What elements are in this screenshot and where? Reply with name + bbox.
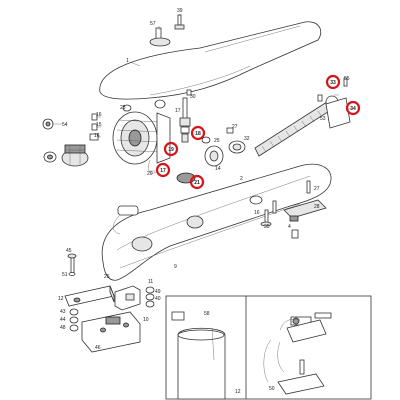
limit-switch-assembly bbox=[263, 312, 332, 395]
part-label: 53 bbox=[320, 116, 326, 122]
part-label: 16 bbox=[94, 133, 100, 139]
part-label: 40 bbox=[155, 296, 161, 302]
part-label: 45 bbox=[66, 248, 72, 254]
rear-pin bbox=[67, 253, 77, 276]
part-label: 30 bbox=[190, 94, 196, 100]
highlight-marker-17: 17 bbox=[155, 162, 171, 178]
rear-washers bbox=[69, 286, 155, 332]
part-label: 43 bbox=[60, 309, 66, 315]
part-label: 50 bbox=[269, 386, 275, 392]
part-label: 51 bbox=[62, 272, 68, 278]
rear-plate bbox=[81, 311, 141, 353]
part-labels: 57 39 1 55 54 16 15 20 28 30 16 17 27 25… bbox=[58, 8, 350, 395]
highlight-label-19: 19 bbox=[168, 147, 174, 153]
part-label: 28 bbox=[120, 105, 126, 111]
highlight-marker-18: 18 bbox=[190, 125, 206, 141]
part-label: 54 bbox=[62, 122, 68, 128]
part-label: 27 bbox=[232, 124, 238, 130]
gearbox-shaft bbox=[179, 89, 192, 143]
rear-bracket bbox=[64, 285, 115, 307]
part-label: 27 bbox=[314, 186, 320, 192]
part-label: 25 bbox=[104, 274, 110, 280]
highlight-label-17: 17 bbox=[160, 168, 166, 174]
part-label: 39 bbox=[177, 8, 183, 14]
motor-rotor bbox=[42, 118, 89, 167]
motor-cover bbox=[99, 21, 322, 100]
part-label: 25 bbox=[214, 138, 220, 144]
part-label: 2 bbox=[240, 176, 243, 182]
part-label: 1 bbox=[126, 58, 129, 64]
part-label: 28 bbox=[314, 204, 320, 210]
part-label: 57 bbox=[150, 21, 156, 27]
bottom-plate bbox=[283, 199, 327, 239]
highlight-marker-33: 33 bbox=[325, 74, 341, 90]
motor-stator bbox=[112, 111, 171, 165]
highlight-marker-34: 34 bbox=[345, 100, 361, 116]
cover-screw bbox=[149, 14, 185, 47]
highlight-marker-19: 19 bbox=[163, 141, 179, 157]
part-label: 17 bbox=[175, 108, 181, 114]
inset-label: 58 bbox=[204, 311, 210, 317]
part-label: 11 bbox=[148, 279, 153, 285]
worm-screw bbox=[254, 95, 339, 157]
highlight-label-33: 33 bbox=[330, 80, 336, 86]
part-label: 9 bbox=[174, 264, 177, 270]
part-label: 46 bbox=[95, 345, 101, 351]
brush-holder bbox=[89, 99, 166, 141]
part-label: 55 bbox=[344, 76, 350, 82]
part-label: 20 bbox=[147, 171, 153, 177]
motor-wires bbox=[148, 159, 157, 174]
part-label: 12 bbox=[58, 296, 64, 302]
highlight-label-21: 21 bbox=[194, 180, 200, 186]
highlight-label-34: 34 bbox=[350, 106, 356, 112]
part-label: 12 bbox=[235, 389, 241, 395]
highlight-label-18: 18 bbox=[195, 131, 201, 137]
gearbox-gears bbox=[176, 127, 246, 184]
part-label: 49 bbox=[155, 289, 161, 295]
capacitor bbox=[113, 205, 139, 235]
pole-drawing bbox=[171, 311, 226, 400]
part-label: 35 bbox=[264, 224, 270, 230]
part-label: 15 bbox=[96, 122, 102, 128]
highlight-marker-21: 21 bbox=[189, 174, 205, 190]
part-label: 32 bbox=[244, 136, 250, 142]
part-label: 10 bbox=[143, 317, 149, 323]
part-label: 16 bbox=[254, 210, 260, 216]
part-label: 14 bbox=[215, 166, 221, 172]
main-housing bbox=[101, 163, 332, 281]
part-label: 44 bbox=[60, 317, 66, 323]
part-label: 4 bbox=[288, 224, 291, 230]
nut-bracket bbox=[317, 77, 351, 129]
part-label: 48 bbox=[60, 325, 66, 331]
housing-screws bbox=[260, 180, 311, 227]
rear-block bbox=[114, 285, 141, 311]
leader-lines bbox=[53, 14, 353, 172]
part-label: 16 bbox=[96, 112, 102, 118]
